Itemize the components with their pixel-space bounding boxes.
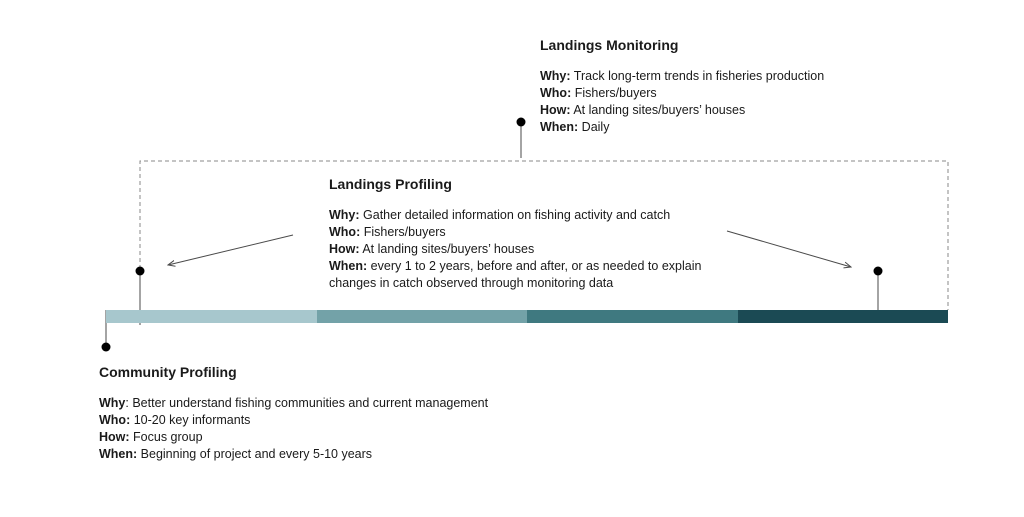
who-text: Fishers/buyers <box>571 86 657 100</box>
profiling-left-pin-dot <box>135 266 145 276</box>
community-pin-dot <box>101 342 111 352</box>
how-label: How: <box>99 430 130 444</box>
dashed-bracket <box>139 160 949 325</box>
who-text: Fishers/buyers <box>360 225 446 239</box>
timeline-bar <box>106 310 948 323</box>
landings-profiling-when-continued: changes in catch observed through monito… <box>329 276 614 290</box>
when-label: When: <box>540 120 579 134</box>
why-text: Track long-term trends in fisheries prod… <box>570 69 825 83</box>
timeline-segment-3 <box>527 310 738 323</box>
profiling-right-arrow <box>726 230 851 267</box>
landings-monitoring-how: How: At landing sites/buyers’ houses <box>540 102 824 119</box>
when-text: every 1 to 2 years, before and after, or… <box>367 259 702 273</box>
how-text: Focus group <box>129 430 203 444</box>
landings-monitoring-why: Why: Track long-term trends in fisheries… <box>540 68 824 85</box>
landings-profiling-why: Why: Gather detailed information on fish… <box>329 207 701 224</box>
landings-monitoring-who: Who: Fishers/buyers <box>540 85 824 102</box>
community-profiling-when: When: Beginning of project and every 5-1… <box>99 446 488 463</box>
timeline-segment-1 <box>106 310 317 323</box>
why-label: Why <box>99 396 126 410</box>
landings-profiling-title: Landings Profiling <box>329 176 452 192</box>
when-label: When: <box>329 259 368 273</box>
who-label: Who: <box>540 86 572 100</box>
landings-profiling-who: Who: Fishers/buyers <box>329 224 701 241</box>
landings-profiling-how: How: At landing sites/buyers’ houses <box>329 241 701 258</box>
how-text: At landing sites/buyers’ houses <box>359 242 535 256</box>
how-text: At landing sites/buyers’ houses <box>570 103 746 117</box>
timeline-segment-2 <box>316 310 527 323</box>
timeline-segment-4 <box>737 310 948 323</box>
when-label: When: <box>99 447 138 461</box>
landings-profiling-when: When: every 1 to 2 years, before and aft… <box>329 258 701 275</box>
landings-monitoring-title: Landings Monitoring <box>540 37 679 53</box>
profiling-right-pin-dot <box>873 266 883 276</box>
when-text: Daily <box>578 120 610 134</box>
community-profiling-why: Why: Better understand fishing communiti… <box>99 395 488 412</box>
profiling-left-arrow <box>168 234 294 265</box>
when-text: Beginning of project and every 5-10 year… <box>137 447 373 461</box>
community-profiling-title: Community Profiling <box>99 364 237 380</box>
how-label: How: <box>329 242 360 256</box>
who-label: Who: <box>329 225 361 239</box>
who-label: Who: <box>99 413 131 427</box>
community-profiling-who: Who: 10-20 key informants <box>99 412 488 429</box>
how-label: How: <box>540 103 571 117</box>
landings-monitoring-block: Landings Monitoring Why: Track long-term… <box>540 36 824 136</box>
monitoring-pin-dot <box>516 117 526 127</box>
why-text: : Better understand fishing communities … <box>125 396 489 410</box>
who-text: 10-20 key informants <box>130 413 251 427</box>
why-label: Why: <box>540 69 571 83</box>
why-text: Gather detailed information on fishing a… <box>359 208 671 222</box>
community-profiling-how: How: Focus group <box>99 429 488 446</box>
why-label: Why: <box>329 208 360 222</box>
community-profiling-block: Community Profiling Why: Better understa… <box>99 363 488 463</box>
landings-profiling-block: Landings Profiling Why: Gather detailed … <box>329 175 701 292</box>
landings-monitoring-when: When: Daily <box>540 119 824 136</box>
